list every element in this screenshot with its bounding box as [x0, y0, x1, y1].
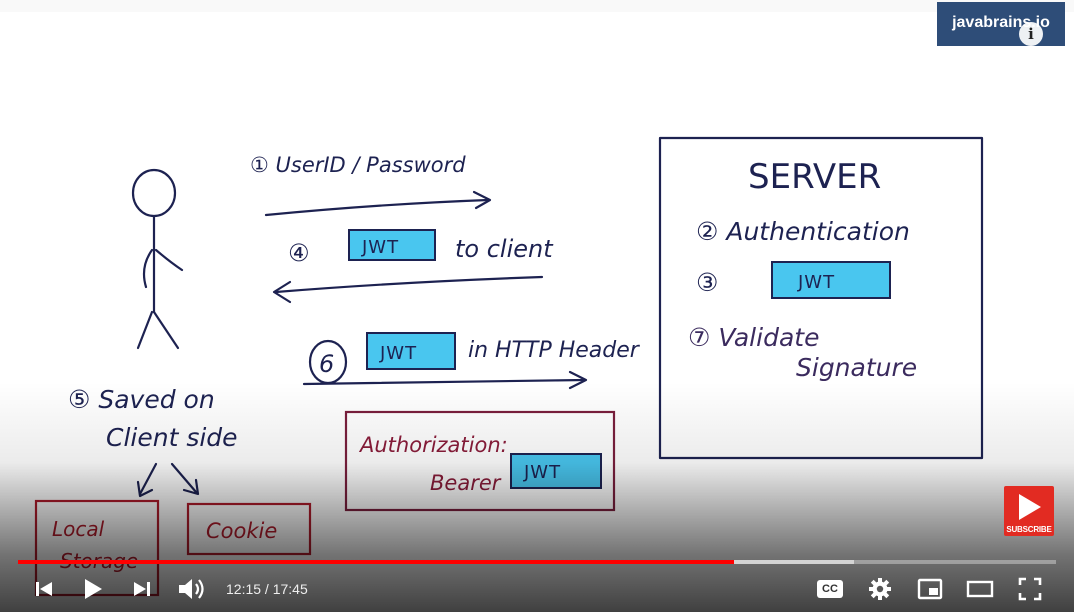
info-icon[interactable]: i	[1019, 22, 1043, 46]
captions-button[interactable]: CC	[814, 566, 846, 612]
stick-figure	[131, 168, 184, 350]
progress-played	[18, 560, 735, 564]
theater-mode-button[interactable]	[964, 566, 996, 612]
subscribe-label: SUBSCRIBE	[1006, 525, 1052, 534]
jwt-label-step3: JWT	[797, 272, 835, 293]
fullscreen-button[interactable]	[1014, 566, 1046, 612]
step6-number: 6	[319, 350, 334, 378]
to-client-label: to client	[455, 235, 554, 263]
step3-number: ③	[696, 268, 718, 297]
next-button[interactable]	[128, 566, 156, 612]
play-button[interactable]	[78, 566, 108, 612]
step4-number: ④	[288, 239, 310, 267]
step1-label: ① UserID / Password	[250, 153, 466, 177]
step2-label: ② Authentication	[696, 217, 910, 246]
arrow-to-server-1	[264, 198, 490, 217]
http-header-label: in HTTP Header	[468, 338, 641, 363]
time-separator: /	[261, 581, 273, 597]
subscribe-button[interactable]: SUBSCRIBE	[1004, 486, 1054, 536]
jwt-label-step4: JWT	[361, 237, 399, 258]
arrow-to-server-6	[302, 378, 586, 386]
subscribe-play-icon	[1019, 494, 1041, 520]
jwt-label-bearer: JWT	[523, 462, 561, 483]
previous-icon	[36, 582, 52, 596]
miniplayer-button[interactable]	[914, 566, 946, 612]
mute-button[interactable]	[174, 566, 208, 612]
jwt-box-step3	[771, 261, 891, 299]
captions-label: CC	[822, 583, 838, 595]
whiteboard-drawing: ① UserID / Password ④ JWT to client 6 JW…	[34, 136, 984, 597]
authorization-label: Authorization:	[358, 433, 508, 457]
previous-button[interactable]	[30, 566, 58, 612]
jwt-box-step4	[348, 229, 436, 261]
jwt-label-step6: JWT	[379, 343, 417, 364]
current-time: 12:15	[226, 581, 262, 597]
play-icon	[85, 579, 102, 599]
captions-icon: CC	[817, 580, 843, 598]
progress-bar[interactable]	[18, 560, 1056, 564]
settings-icon	[869, 578, 891, 600]
jwt-box-step6	[366, 332, 456, 370]
bearer-label: Bearer	[430, 471, 502, 495]
control-bar: 12:15 / 17:45 CC	[0, 566, 1074, 612]
theater-icon	[966, 580, 994, 598]
step7-line2: Signature	[796, 353, 917, 382]
step5-line1: ⑤ Saved on	[68, 385, 215, 414]
cookie-label: Cookie	[206, 519, 277, 543]
fullscreen-icon	[1018, 577, 1042, 601]
info-glyph: i	[1028, 25, 1034, 43]
step7-line1: ⑦ Validate	[688, 323, 819, 352]
volume-icon	[179, 579, 204, 599]
step5-line2: Client side	[106, 423, 238, 452]
next-icon	[134, 582, 150, 596]
arrow-to-client	[274, 275, 544, 294]
settings-button[interactable]	[864, 566, 896, 612]
video-frame[interactable]: ① UserID / Password ④ JWT to client 6 JW…	[0, 12, 1074, 612]
miniplayer-icon	[917, 578, 943, 600]
channel-watermark[interactable]: javabrains.io	[937, 2, 1065, 46]
local-storage-line1: Local	[52, 517, 105, 541]
time-display: 12:15 / 17:45	[226, 566, 308, 612]
server-title: SERVER	[748, 157, 881, 197]
duration: 17:45	[272, 581, 308, 597]
